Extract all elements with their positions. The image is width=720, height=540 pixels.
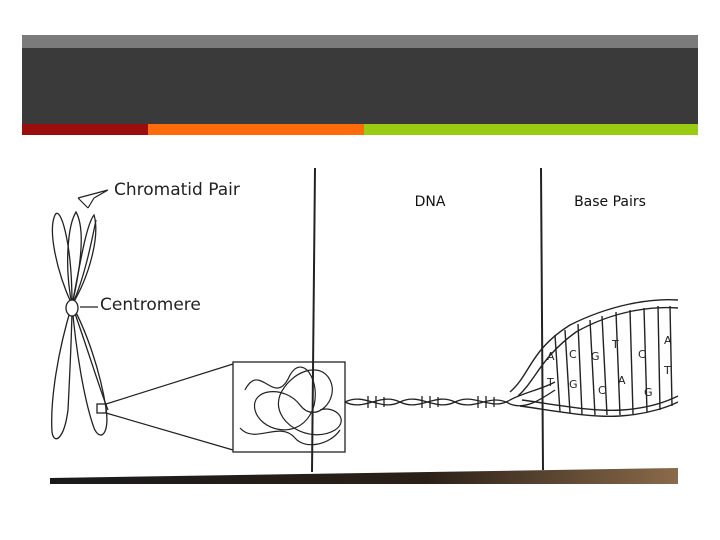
chromatid-pointer <box>77 189 109 209</box>
base-bottom-2: C <box>598 384 606 397</box>
base-top-1: C <box>569 348 577 361</box>
header-banner <box>22 48 698 124</box>
base-letters-top: A C G T C A <box>547 334 672 363</box>
base-top-0: A <box>547 350 555 363</box>
accent-bar-orange <box>148 124 364 135</box>
base-pair-ladder <box>509 298 678 418</box>
chromatid-pair-label: Chromatid Pair <box>114 180 240 200</box>
header-top-strip <box>22 35 698 48</box>
divider-right <box>540 167 544 471</box>
base-pairs-section-label: Base Pairs <box>574 194 646 210</box>
dna-helix <box>344 381 556 408</box>
photo-bottom-edge <box>50 468 678 484</box>
diagram-svg: Chromatid Pair Centromere A C G <box>50 167 678 484</box>
dna-section-label: DNA <box>414 194 446 210</box>
base-bottom-3: A <box>618 374 626 387</box>
zoom-lines <box>105 363 234 451</box>
divider-left <box>311 167 316 473</box>
base-bottom-1: G <box>569 378 578 391</box>
chromatin-scribble <box>239 366 342 446</box>
centromere-label: Centromere <box>100 295 201 315</box>
chromosome <box>51 210 109 440</box>
base-letters-bottom: T G C A G T <box>546 364 671 399</box>
base-top-5: A <box>664 334 672 347</box>
base-top-2: G <box>591 350 600 363</box>
base-bottom-0: T <box>546 376 554 389</box>
chromatin-box <box>232 361 346 453</box>
base-top-4: C <box>638 348 646 361</box>
accent-bar-red <box>22 124 148 135</box>
base-top-3: T <box>611 338 619 351</box>
base-bottom-5: T <box>663 364 671 377</box>
hand-drawn-diagram: Chromatid Pair Centromere A C G <box>50 160 678 484</box>
base-bottom-4: G <box>644 386 653 399</box>
accent-bar-green <box>364 124 698 135</box>
